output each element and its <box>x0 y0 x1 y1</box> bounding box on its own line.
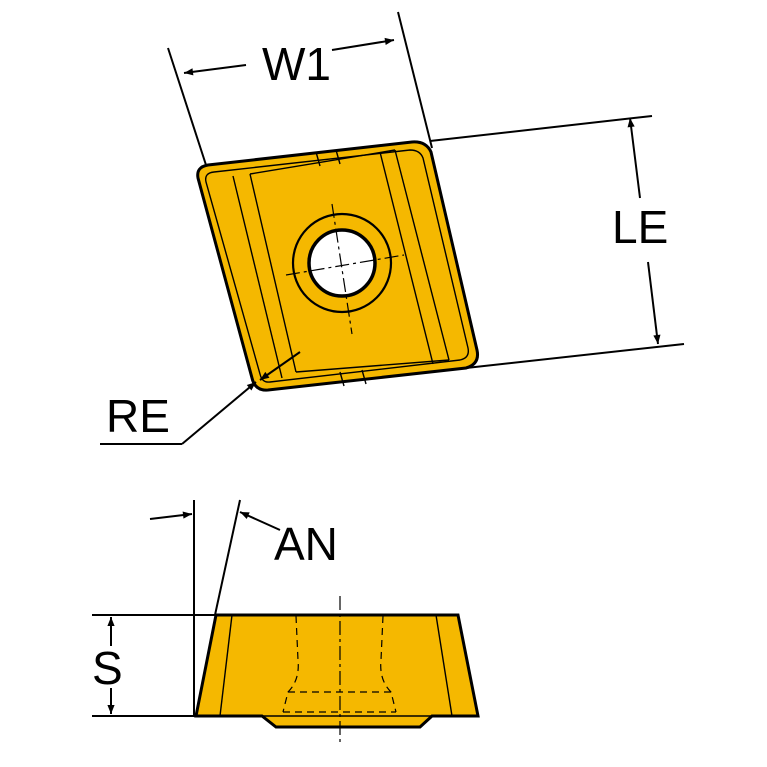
insert-side-body <box>194 613 480 729</box>
le-dimension: LE <box>429 115 685 369</box>
label-le: LE <box>612 201 668 253</box>
an-dimension: AN <box>149 499 338 716</box>
screw-hole <box>307 228 377 298</box>
label-s: S <box>92 642 123 694</box>
s-dimension: S <box>92 614 216 717</box>
insert-side-view <box>194 596 480 742</box>
label-w1: W1 <box>262 38 331 90</box>
label-re: RE <box>106 390 170 442</box>
re-leader: RE <box>100 351 301 445</box>
label-an: AN <box>274 518 338 570</box>
insert-top-view <box>196 140 479 392</box>
w1-dimension: W1 <box>167 11 433 166</box>
